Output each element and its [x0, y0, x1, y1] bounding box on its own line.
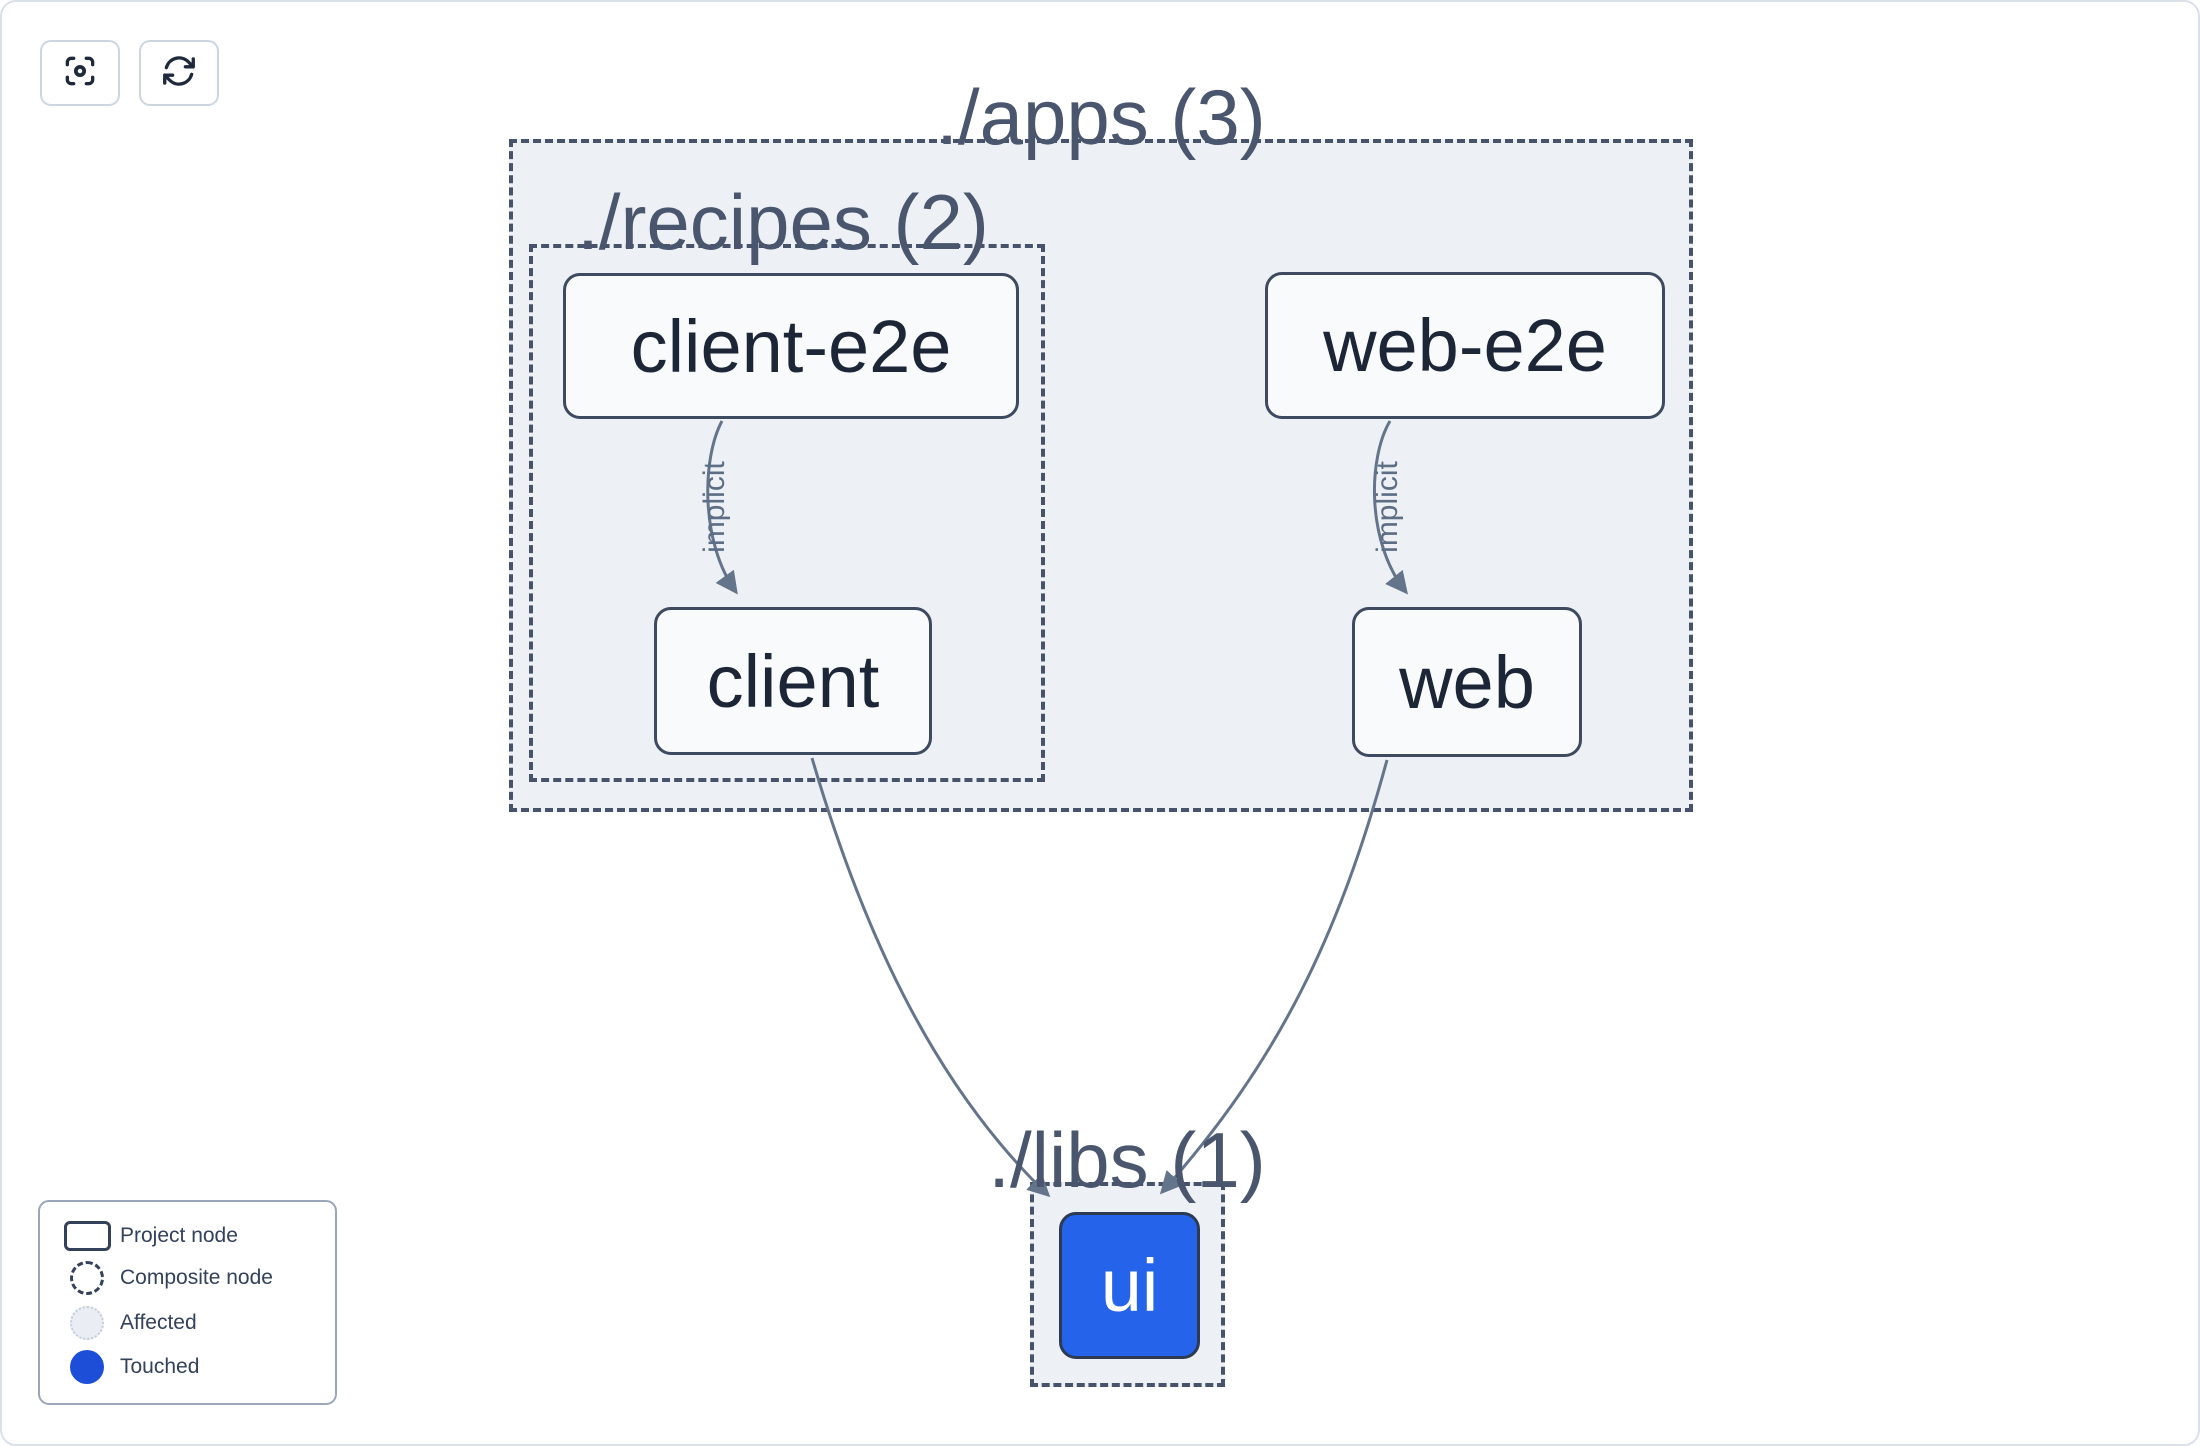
legend-label: Touched	[120, 1355, 200, 1379]
project-node-client-e2e[interactable]: client-e2e	[563, 273, 1019, 419]
composite-node-swatch	[70, 1261, 104, 1296]
project-node-web[interactable]: web	[1352, 607, 1582, 757]
project-node-label: client	[706, 639, 880, 723]
edge-label-implicit-web: implicit	[1371, 461, 1404, 553]
container-label-apps: ./apps (3)	[936, 73, 1266, 161]
project-node-web-e2e[interactable]: web-e2e	[1265, 272, 1665, 419]
center-graph-button[interactable]	[40, 40, 120, 106]
legend-label: Project node	[120, 1223, 238, 1247]
edge-web-e2e-to-web[interactable]	[1372, 420, 1408, 595]
crosshair-focus-icon	[61, 52, 99, 95]
graph-toolbar	[40, 40, 219, 106]
project-node-label: web-e2e	[1323, 304, 1607, 387]
edge-client-to-ui[interactable]	[810, 757, 1051, 1198]
legend-label: Affected	[120, 1310, 197, 1334]
legend-row-touched: Touched	[54, 1350, 321, 1385]
legend-row-affected: Affected	[54, 1305, 321, 1340]
edge-label-implicit-client: implicit	[698, 461, 731, 553]
affected-swatch	[70, 1305, 104, 1340]
edge-client-e2e-to-client[interactable]	[706, 420, 738, 595]
legend-row-project-node: Project node	[54, 1220, 321, 1251]
project-node-swatch	[63, 1220, 111, 1251]
project-node-label: web	[1399, 640, 1535, 724]
graph-legend: Project node Composite node Affected Tou…	[38, 1200, 337, 1405]
project-node-client[interactable]: client	[654, 607, 932, 755]
project-node-label: ui	[1100, 1244, 1159, 1327]
edge-web-to-ui[interactable]	[1159, 759, 1389, 1195]
refresh-icon	[160, 52, 198, 95]
project-node-label: client-e2e	[630, 304, 952, 388]
touched-swatch	[70, 1350, 104, 1385]
legend-row-composite-node: Composite node	[54, 1261, 321, 1296]
legend-label: Composite node	[120, 1266, 273, 1290]
project-node-ui-touched[interactable]: ui	[1059, 1212, 1200, 1359]
refresh-button[interactable]	[139, 40, 219, 106]
container-label-recipes: ./recipes (2)	[577, 178, 989, 266]
container-label-libs: ./libs (1)	[988, 1116, 1266, 1204]
